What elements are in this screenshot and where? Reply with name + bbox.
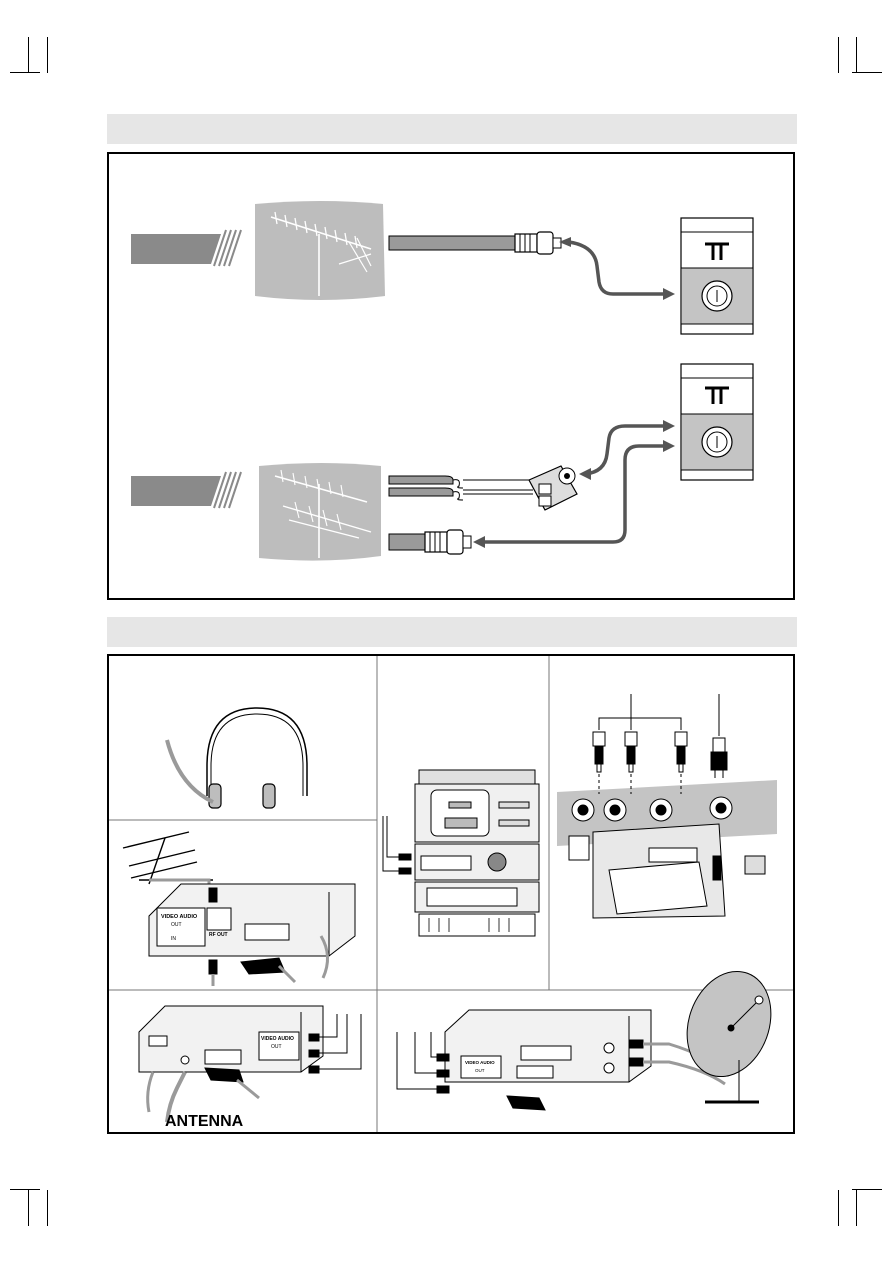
antenna-b-twin-lead	[388, 475, 533, 501]
vcr2-antenna-cable	[165, 1071, 187, 1123]
satellite-dish-illustration	[686, 970, 772, 1104]
antenna-a-coax-cable	[388, 231, 562, 255]
wall-socket-b	[680, 363, 754, 481]
vcr1-video-audio-label: VIDEO AUDIO	[161, 914, 198, 920]
antenna-a-tab	[131, 229, 242, 267]
crop-mark-bottom-right-v1	[838, 1190, 839, 1226]
crop-mark-top-right-v1	[838, 37, 839, 73]
satellite-receiver-illustration	[396, 1009, 652, 1111]
crop-mark-top-right-h	[852, 72, 882, 73]
antenna-b-arrow-2	[481, 444, 669, 544]
antenna-a-arrow	[568, 240, 669, 296]
crop-mark-bottom-right-h	[852, 1189, 882, 1190]
crop-mark-bottom-left-v1	[28, 1190, 29, 1226]
crop-mark-bottom-left-v2	[47, 1190, 48, 1226]
section2-connections-panel: VIDEO AUDIO OUT IN RF OUT VIDEO AUDIO OU…	[107, 654, 795, 1134]
camcorder-illustration	[568, 823, 766, 919]
external-devices-diagram: VIDEO AUDIO OUT IN RF OUT VIDEO AUDIO OU…	[109, 656, 793, 1132]
vcr1-in-label: IN	[171, 936, 176, 942]
vcr2-scart-cable	[236, 1078, 260, 1100]
vcr2-out-label: OUT	[271, 1044, 282, 1050]
crop-mark-top-left-v2	[47, 37, 48, 73]
vcr-1-illustration	[148, 883, 356, 975]
antenna-connection-diagram	[131, 201, 754, 561]
svideo-plug	[710, 737, 728, 778]
crop-mark-top-left-h	[10, 72, 40, 73]
vcr-2-illustration	[138, 1005, 362, 1083]
ant-socket-icon	[705, 242, 729, 260]
receiver-video-audio-label: VIDEO AUDIO	[465, 1060, 495, 1065]
antenna-label: ANTENNA	[165, 1113, 244, 1130]
camcorder-av-cables	[598, 694, 720, 736]
receiver-out-label: OUT	[475, 1068, 485, 1073]
antenna-b-tab	[131, 471, 242, 509]
crop-mark-bottom-left-h	[10, 1189, 40, 1190]
vcr1-rf-out-label: RF OUT	[209, 932, 228, 938]
crop-mark-bottom-right-v2	[856, 1190, 857, 1226]
balun-adapter	[528, 465, 578, 511]
antenna-b-arrow-1	[584, 424, 669, 476]
section2-header-bar	[107, 617, 797, 647]
rca-plug-audio-r	[674, 731, 688, 773]
rca-plug-audio-l	[624, 731, 638, 773]
antenna-b-coax-cable	[388, 529, 472, 555]
wall-socket-a	[680, 217, 754, 335]
antenna-a-photo	[255, 201, 385, 300]
hifi-system-illustration	[382, 769, 540, 937]
vcr1-out-label: OUT	[171, 922, 182, 928]
section1-antenna-panel	[107, 152, 795, 600]
antenna-b-photo	[259, 463, 381, 561]
vcr2-video-audio-label: VIDEO AUDIO	[261, 1036, 294, 1042]
crop-mark-top-left-v1	[28, 37, 29, 73]
vcr1-scart-cable	[277, 964, 297, 984]
camcorder-input-strip	[557, 774, 777, 846]
section1-header-bar	[107, 114, 797, 144]
headphones-illustration	[165, 707, 308, 809]
crop-mark-top-right-v2	[856, 37, 857, 73]
vcr2-power-cable	[146, 1071, 155, 1113]
antenna-small-illustration	[122, 831, 213, 885]
rca-plug-video	[592, 731, 606, 773]
vcr1-power-cable	[319, 935, 329, 979]
